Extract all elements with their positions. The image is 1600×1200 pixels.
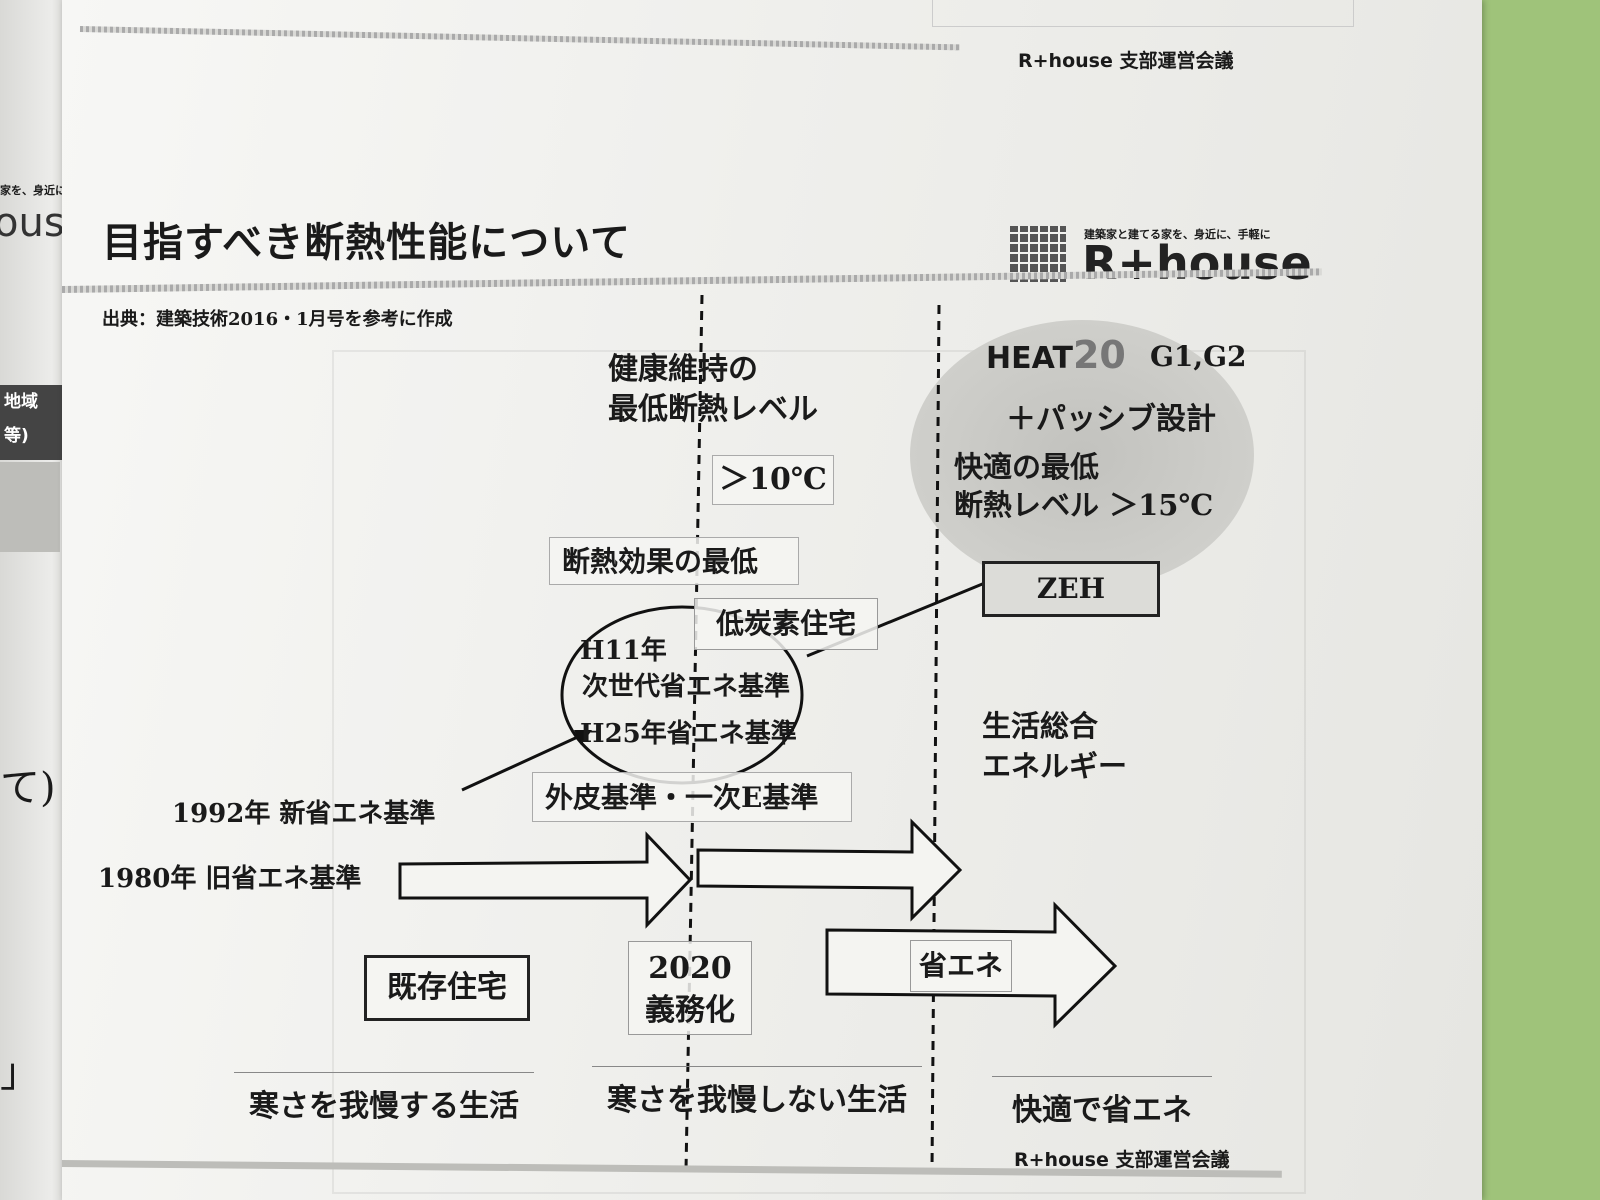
left-page-header-cell: 地域 等) xyxy=(0,385,64,460)
h25-standard-label: H25年省エネ基準 xyxy=(580,719,797,749)
health-level-label: 健康維持の 最低断熱レベル xyxy=(608,352,818,427)
bottom-label-enduring-cold: 寒さを我慢する生活 xyxy=(234,1072,534,1125)
footer-text: R+house 支部運営会議 xyxy=(1014,1149,1230,1171)
heat20-circle xyxy=(910,320,1254,590)
arrow-mandate xyxy=(696,818,963,922)
arrow-1992-head xyxy=(574,730,592,745)
footer-rule xyxy=(62,1159,1282,1178)
left-page-snippet: て) xyxy=(0,765,56,811)
logo-tagline: 建築家と建てる家を、身近に、手軽に xyxy=(1084,228,1271,241)
label-1980: 1980年 旧省エネ基準 xyxy=(98,864,362,894)
left-page-snippet: 家を、身近に xyxy=(0,184,66,197)
low-carbon-box: 低炭素住宅 xyxy=(694,598,878,650)
page-title: 目指すべき断熱性能について xyxy=(102,219,631,266)
energy-saving-label: 省エネ xyxy=(910,940,1012,992)
bleed-through-frame xyxy=(332,350,1306,1194)
zeh-box: ZEH xyxy=(982,561,1160,617)
left-page-table-cell xyxy=(0,462,60,552)
arrow-old-standard xyxy=(398,831,693,929)
insulation-min-box: 断熱効果の最低 xyxy=(549,537,799,585)
next-gen-standard-label: 次世代省エネ基準 xyxy=(582,672,791,702)
left-page-logo-fragment: ous xyxy=(0,200,65,246)
source-note: 出典：建築技術2016・1月号を参考に作成 xyxy=(102,309,453,330)
heat20-logo: HEAT20 xyxy=(986,333,1126,377)
comfort-level-label: 快適の最低 断熱レベル ＞15℃ xyxy=(954,450,1214,522)
dashed-divider-2020 xyxy=(684,294,704,1171)
logo-wordmark: R+house xyxy=(1082,236,1312,290)
temp-10-box: ＞10℃ xyxy=(712,455,834,505)
bottom-label-no-cold: 寒さを我慢しない生活 xyxy=(592,1066,922,1119)
header-text: R+house 支部運営会議 xyxy=(1018,50,1234,72)
bottom-label-comfort-saving: 快適で省エネ xyxy=(992,1076,1212,1129)
passive-design-label: ＋パッシブ設計 xyxy=(1006,402,1216,437)
left-page-snippet: 」 xyxy=(0,1050,40,1096)
arrow-1992-line xyxy=(461,733,583,792)
label-1992: 1992年 新省エネ基準 xyxy=(172,799,436,829)
left-facing-page: 家を、身近に ous 地域 等) て) 」 xyxy=(0,0,74,1200)
dashed-divider-zeh xyxy=(930,304,941,1171)
h11-label: H11年 xyxy=(580,636,667,666)
heat20-grades: G1,G2 xyxy=(1150,340,1247,373)
document-page: R+house 支部運営会議 目指すべき断熱性能について 建築家と建てる家を、身… xyxy=(61,0,1482,1200)
total-energy-label: 生活総合 エネルギー xyxy=(982,709,1128,783)
page-top-frame xyxy=(932,0,1354,27)
existing-housing-box: 既存住宅 xyxy=(364,955,530,1021)
mandate-2020-box: 2020 義務化 xyxy=(628,941,752,1035)
envelope-standard-box: 外皮基準・一次E基準 xyxy=(532,772,852,822)
